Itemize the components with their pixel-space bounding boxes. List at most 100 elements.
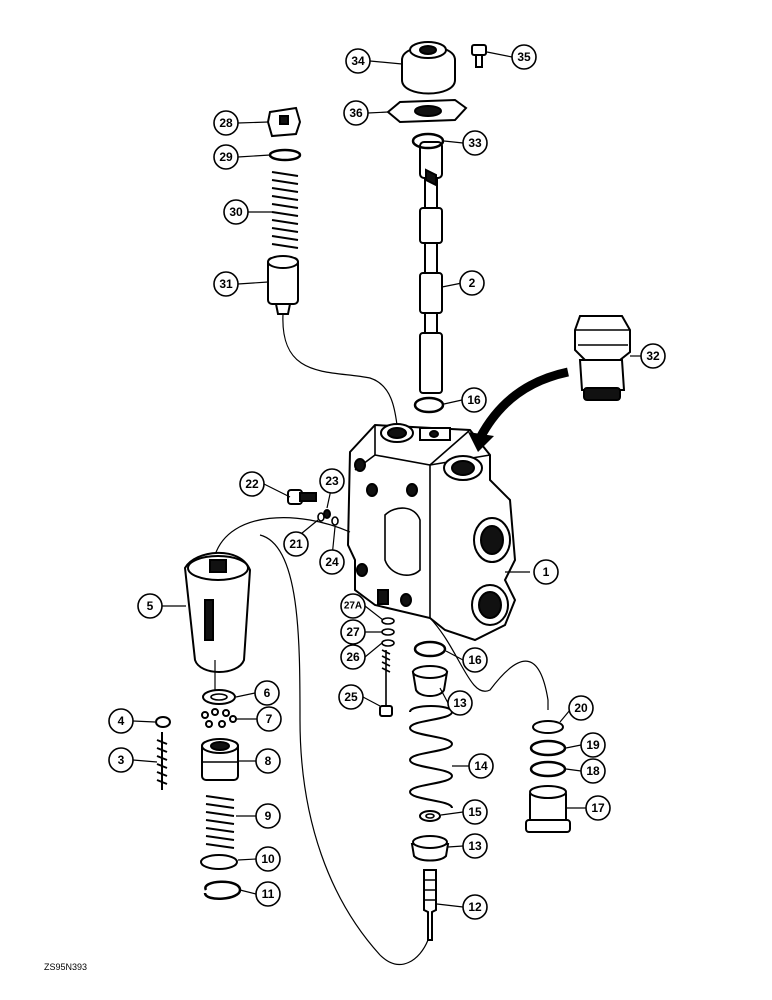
callout-19: 19: [580, 732, 606, 758]
spring-9: [205, 795, 235, 849]
retainer-13-lower: [410, 835, 450, 862]
seal-21: [317, 512, 325, 522]
poppet-31: [267, 255, 299, 315]
callout-14: 14: [468, 753, 494, 779]
callout-24: 24: [319, 549, 345, 575]
callout-2: 2: [459, 270, 485, 296]
spool: [419, 141, 443, 394]
svg-text:25: 25: [344, 690, 358, 704]
callout-16-lower: 16: [462, 647, 488, 673]
svg-text:14: 14: [474, 759, 488, 773]
o-ring-16-upper: [413, 396, 445, 414]
spring-14: [408, 705, 454, 809]
nut-4: [155, 716, 171, 728]
washer-27a: [381, 617, 395, 625]
svg-text:16: 16: [467, 393, 481, 407]
svg-text:36: 36: [349, 106, 363, 120]
callout-11: 11: [255, 881, 281, 907]
callout-21: 21: [283, 531, 309, 557]
svg-text:13: 13: [468, 839, 482, 853]
svg-text:22: 22: [245, 477, 259, 491]
svg-text:23: 23: [325, 474, 339, 488]
plug-17: [525, 785, 571, 833]
svg-text:3: 3: [118, 753, 125, 767]
svg-text:35: 35: [517, 50, 531, 64]
callout-6: 6: [254, 680, 280, 706]
svg-text:12: 12: [468, 900, 482, 914]
svg-text:34: 34: [351, 54, 365, 68]
svg-text:5: 5: [147, 599, 154, 613]
svg-text:2: 2: [469, 276, 476, 290]
svg-text:13: 13: [453, 696, 467, 710]
svg-text:11: 11: [262, 887, 275, 901]
washer-15: [419, 810, 441, 822]
svg-text:4: 4: [118, 714, 125, 728]
washer-27: [381, 628, 395, 636]
callout-10: 10: [255, 846, 281, 872]
callout-36: 36: [343, 100, 369, 126]
svg-text:26: 26: [346, 650, 360, 664]
svg-text:29: 29: [219, 150, 233, 164]
valve-body: [346, 423, 517, 642]
bolt-25: [379, 649, 393, 717]
snap-ring-11: [203, 880, 242, 900]
svg-text:27: 27: [346, 625, 360, 639]
assembly-line-17: [429, 617, 549, 710]
o-ring-18: [529, 760, 567, 778]
bolt-12: [423, 869, 437, 941]
callout-20: 20: [568, 695, 594, 721]
callout-30: 30: [223, 199, 249, 225]
svg-text:19: 19: [586, 738, 600, 752]
callout-23: 23: [319, 468, 345, 494]
retainer-13-upper: [411, 665, 449, 697]
callout-31: 31: [213, 271, 239, 297]
svg-text:9: 9: [265, 809, 272, 823]
washer-6: [202, 689, 236, 705]
fitting-22: [287, 489, 317, 505]
callout-29: 29: [213, 144, 239, 170]
callout-bubbles: 1 2 3 4 5 6 7 8 9 10 11 12 13 13 14 15 1…: [108, 44, 666, 920]
o-ring-19: [529, 739, 567, 757]
balls-7: [201, 708, 237, 728]
svg-text:7: 7: [266, 712, 273, 726]
callout-27a: 27A: [340, 593, 366, 619]
o-ring-16-lower: [413, 640, 447, 658]
spring-30: [271, 171, 299, 249]
assembly-line-31: [282, 313, 398, 426]
svg-text:20: 20: [574, 701, 588, 715]
callout-4: 4: [108, 708, 134, 734]
sleeve-5: [183, 551, 252, 673]
callout-17: 17: [585, 795, 611, 821]
callout-35: 35: [511, 44, 537, 70]
svg-text:15: 15: [468, 805, 482, 819]
callout-28: 28: [213, 110, 239, 136]
bushing-8: [201, 738, 239, 781]
screw-35: [471, 44, 487, 68]
callout-18: 18: [580, 758, 606, 784]
svg-text:33: 33: [468, 136, 482, 150]
callout-34: 34: [345, 48, 371, 74]
assembly-line-main: [214, 517, 429, 966]
svg-text:1: 1: [543, 565, 550, 579]
svg-text:21: 21: [289, 537, 303, 551]
callout-33: 33: [462, 130, 488, 156]
callout-8: 8: [255, 748, 281, 774]
seal-23: [323, 509, 331, 519]
callout-32: 32: [640, 343, 666, 369]
ring-33: [411, 132, 445, 150]
callout-5: 5: [137, 593, 163, 619]
callout-16-upper: 16: [461, 387, 487, 413]
callout-7: 7: [256, 706, 282, 732]
svg-text:6: 6: [264, 686, 271, 700]
washer-26: [381, 639, 395, 647]
callout-1: 1: [533, 559, 559, 585]
plug-28: [266, 106, 302, 138]
callout-15: 15: [462, 799, 488, 825]
svg-text:8: 8: [265, 754, 272, 768]
callout-3: 3: [108, 747, 134, 773]
screw-3: [156, 732, 168, 790]
callout-27: 27: [340, 619, 366, 645]
svg-text:27A: 27A: [344, 601, 362, 612]
seal-24: [331, 516, 339, 526]
